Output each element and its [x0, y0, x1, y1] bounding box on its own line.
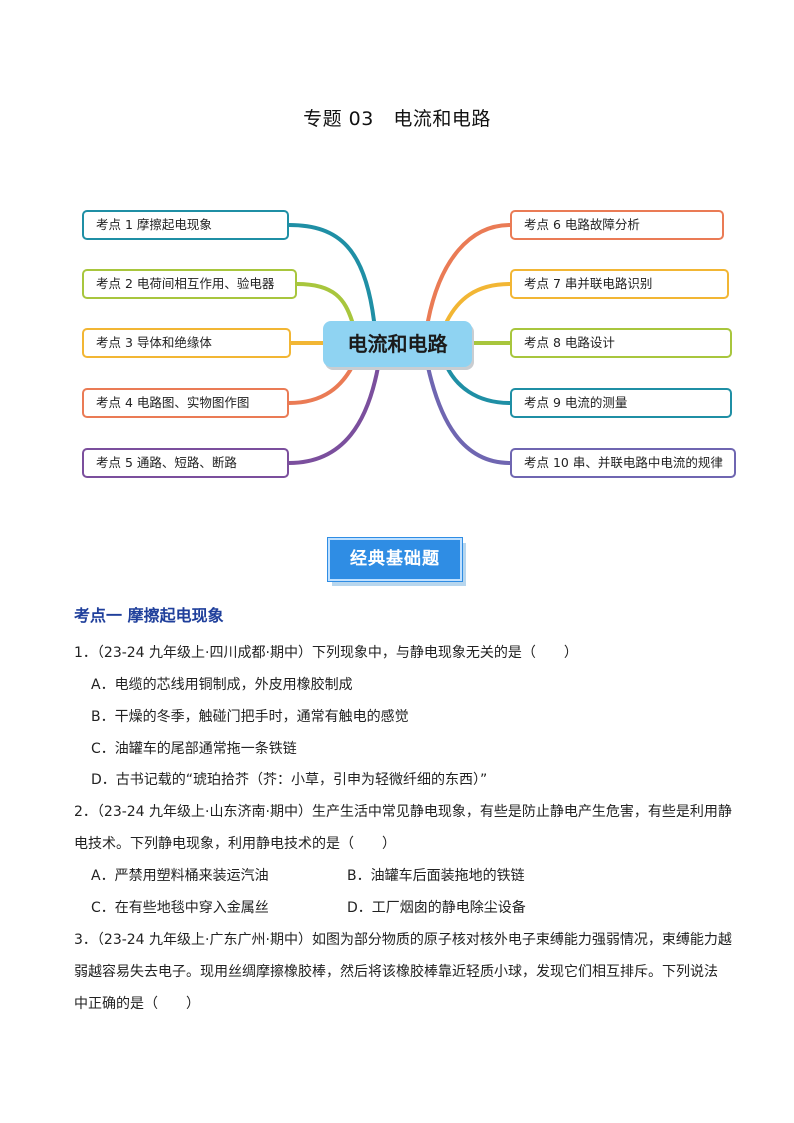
section-heading: 考点一 摩擦起电现象: [74, 606, 224, 625]
q1-option-d: D．古书记载的“琥珀拾芥（芥：小草，引申为轻微纤细的东西）”: [91, 772, 488, 788]
q1-option-b: B．干燥的冬季，触碰门把手时，通常有触电的感觉: [91, 709, 409, 725]
q1-option-a: A．电缆的芯线用铜制成，外皮用橡胶制成: [91, 677, 353, 693]
topic-node-9: 考点 9 电流的测量: [510, 388, 732, 418]
connector-kp4: [287, 365, 354, 405]
section-badge: 经典基础题: [327, 537, 468, 586]
topic-node-8: 考点 8 电路设计: [510, 328, 732, 358]
topic-node-10: 考点 10 串、并联电路中电流的规律: [510, 448, 736, 478]
q2-option-c: C．在有些地毯中穿入金属丝: [91, 900, 269, 916]
q2-option-d: D．工厂烟囱的静电除尘设备: [347, 900, 526, 916]
q3-stem-line2: 弱越容易失去电子。现用丝绸摩擦橡胶棒，然后将该橡胶棒靠近轻质小球，发现它们相互排…: [74, 964, 718, 980]
badge-label: 经典基础题: [327, 537, 463, 582]
topic-node-7: 考点 7 串并联电路识别: [510, 269, 729, 299]
topic-node-6: 考点 6 电路故障分析: [510, 210, 724, 240]
q2-stem-line2: 电技术。下列静电现象，利用静电技术的是（ ）: [74, 836, 396, 852]
connector-kp10: [426, 365, 512, 465]
connector-kp6: [426, 223, 512, 323]
q2-stem-line1: 2．（23-24 九年级上·山东济南·期中）生产生活中常见静电现象，有些是防止静…: [74, 804, 732, 820]
q2-option-b: B．油罐车后面装拖地的铁链: [347, 868, 525, 884]
q2-option-a: A．严禁用塑料桶来装运汽油: [91, 868, 269, 884]
topic-node-4: 考点 4 电路图、实物图作图: [82, 388, 289, 418]
q1-stem: 1．（23-24 九年级上·四川成都·期中）下列现象中，与静电现象无关的是（ ）: [74, 645, 578, 661]
connector-kp7: [445, 282, 512, 323]
q3-stem-line3: 中正确的是（ ）: [74, 996, 200, 1012]
mindmap-connectors: [287, 223, 512, 465]
mindmap-center-node: 电流和电路: [323, 321, 472, 367]
connector-kp9: [445, 365, 512, 405]
topic-node-5: 考点 5 通路、短路、断路: [82, 448, 289, 478]
connector-kp2: [295, 282, 354, 323]
topic-node-2: 考点 2 电荷间相互作用、验电器: [82, 269, 297, 299]
q3-stem-line1: 3．（23-24 九年级上·广东广州·期中）如图为部分物质的原子核对核外电子束缚…: [74, 932, 732, 948]
topic-node-1: 考点 1 摩擦起电现象: [82, 210, 289, 240]
q1-option-c: C．油罐车的尾部通常拖一条铁链: [91, 741, 297, 757]
page-title: 专题 03 电流和电路: [303, 108, 491, 130]
connector-kp5: [287, 365, 380, 465]
connector-kp1: [287, 223, 376, 323]
topic-node-3: 考点 3 导体和绝缘体: [82, 328, 291, 358]
